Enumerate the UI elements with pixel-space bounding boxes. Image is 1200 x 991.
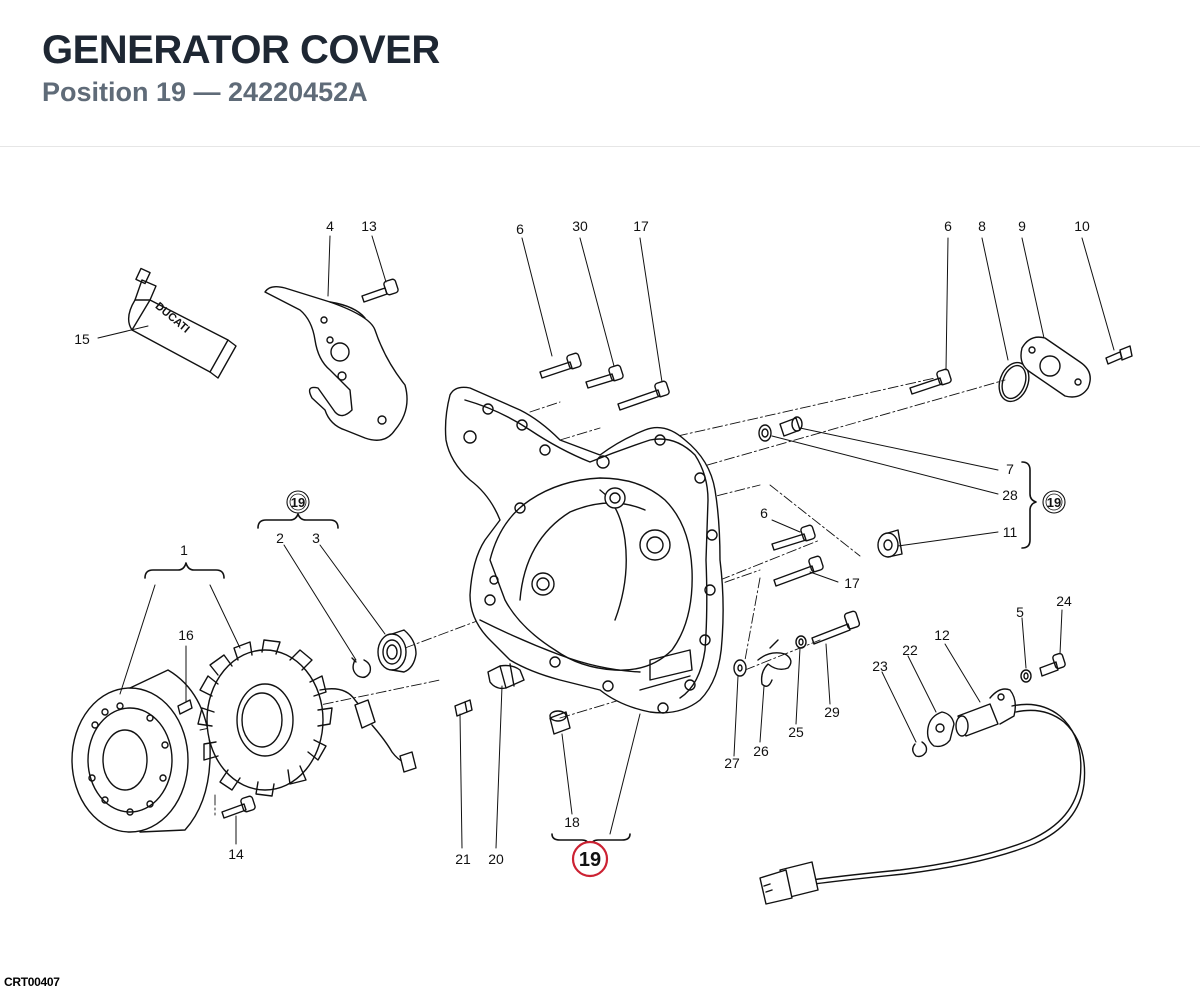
leader-lines [97, 235, 1115, 849]
pickup-sensor-part-12 [759, 688, 1086, 905]
callout-6-top: 6 [516, 221, 524, 237]
screw-part-6-right [909, 368, 952, 395]
group-brackets [144, 461, 1037, 847]
o-ring-part-8 [998, 361, 1030, 403]
callout-30: 30 [572, 218, 588, 234]
callout-13: 13 [361, 218, 377, 234]
flange-part-9 [1020, 336, 1091, 398]
callout-28: 28 [1002, 487, 1018, 503]
screw-part-10 [1105, 345, 1133, 365]
screw-part-17-top [617, 380, 670, 411]
callout-11: 11 [1003, 524, 1018, 540]
page-header: GENERATOR COVER Position 19 — 24220452A [0, 0, 1200, 147]
callout-8: 8 [978, 218, 986, 234]
diagram-code: CRT00407 [4, 975, 60, 989]
callout-17-top: 17 [633, 218, 649, 234]
rotor-flywheel-part-1 [71, 669, 211, 833]
screw-part-29 [811, 610, 861, 645]
plug-part-7 [779, 416, 803, 437]
washer-part-25 [795, 635, 807, 649]
callout-2: 2 [276, 530, 284, 546]
callout-17-mid: 17 [844, 575, 860, 591]
screw-part-16 [177, 699, 193, 715]
kit-ref-plugs: 19 [1047, 495, 1061, 510]
bush-part-11 [877, 529, 903, 558]
exploded-parts-diagram: DUCATI [71, 218, 1133, 905]
page-subtitle: Position 19 — 24220452A [42, 77, 368, 107]
callout-26: 26 [753, 743, 769, 759]
kit-ref-stator-bearing: 19 [291, 495, 305, 510]
callout-1: 1 [180, 542, 188, 558]
pin-part-21 [454, 699, 473, 717]
callout-5: 5 [1016, 604, 1024, 620]
callout-3: 3 [312, 530, 320, 546]
callout-21: 21 [455, 851, 471, 867]
callout-24: 24 [1056, 593, 1072, 609]
bearing-part-3 [377, 629, 417, 673]
callout-18: 18 [564, 814, 580, 830]
bracket-part-4 [264, 285, 408, 441]
sealant-tube-part-15: DUCATI [127, 267, 237, 379]
screw-part-24 [1039, 652, 1066, 677]
screw-part-13 [361, 278, 399, 303]
circlip-part-2 [351, 657, 372, 679]
screw-part-14 [221, 795, 256, 819]
screw-part-17-mid [773, 555, 824, 587]
callout-labels: 1 2 3 4 5 6 6 6 7 8 9 10 11 12 13 14 15 … [74, 218, 1090, 867]
washer-part-28 [758, 424, 772, 442]
callout-7: 7 [1006, 461, 1014, 477]
screw-part-30 [585, 364, 624, 389]
callout-15: 15 [74, 331, 90, 347]
callout-12: 12 [934, 627, 950, 643]
callout-14: 14 [228, 846, 244, 862]
callout-27: 27 [724, 755, 740, 771]
dowel-part-18 [549, 710, 571, 735]
callout-25: 25 [788, 724, 804, 740]
screw-part-6-top [539, 352, 582, 379]
stator-part-1 [197, 639, 417, 797]
highlighted-position-label: 19 [579, 849, 601, 871]
callout-22: 22 [902, 642, 918, 658]
callout-4: 4 [326, 218, 334, 234]
circlip-part-23 [912, 741, 928, 758]
callout-29: 29 [824, 704, 840, 720]
callout-10: 10 [1074, 218, 1090, 234]
kit-reference-circles: 19 19 19 [286, 490, 1066, 878]
callout-6-right: 6 [944, 218, 952, 234]
callout-20: 20 [488, 851, 504, 867]
bush-part-27 [733, 659, 747, 677]
callout-16: 16 [178, 627, 194, 643]
callout-6-mid: 6 [760, 505, 768, 521]
callout-23: 23 [872, 658, 888, 674]
cable-clip-part-26 [757, 639, 792, 687]
washer-part-5 [1020, 669, 1032, 683]
screw-part-6-mid [771, 524, 816, 551]
highlighted-position-circle [571, 840, 609, 878]
generator-cover-housing [444, 386, 724, 714]
page-title: GENERATOR COVER [42, 28, 440, 72]
grommet-part-20 [487, 663, 525, 690]
plate-part-22 [926, 711, 955, 748]
callout-9: 9 [1018, 218, 1026, 234]
